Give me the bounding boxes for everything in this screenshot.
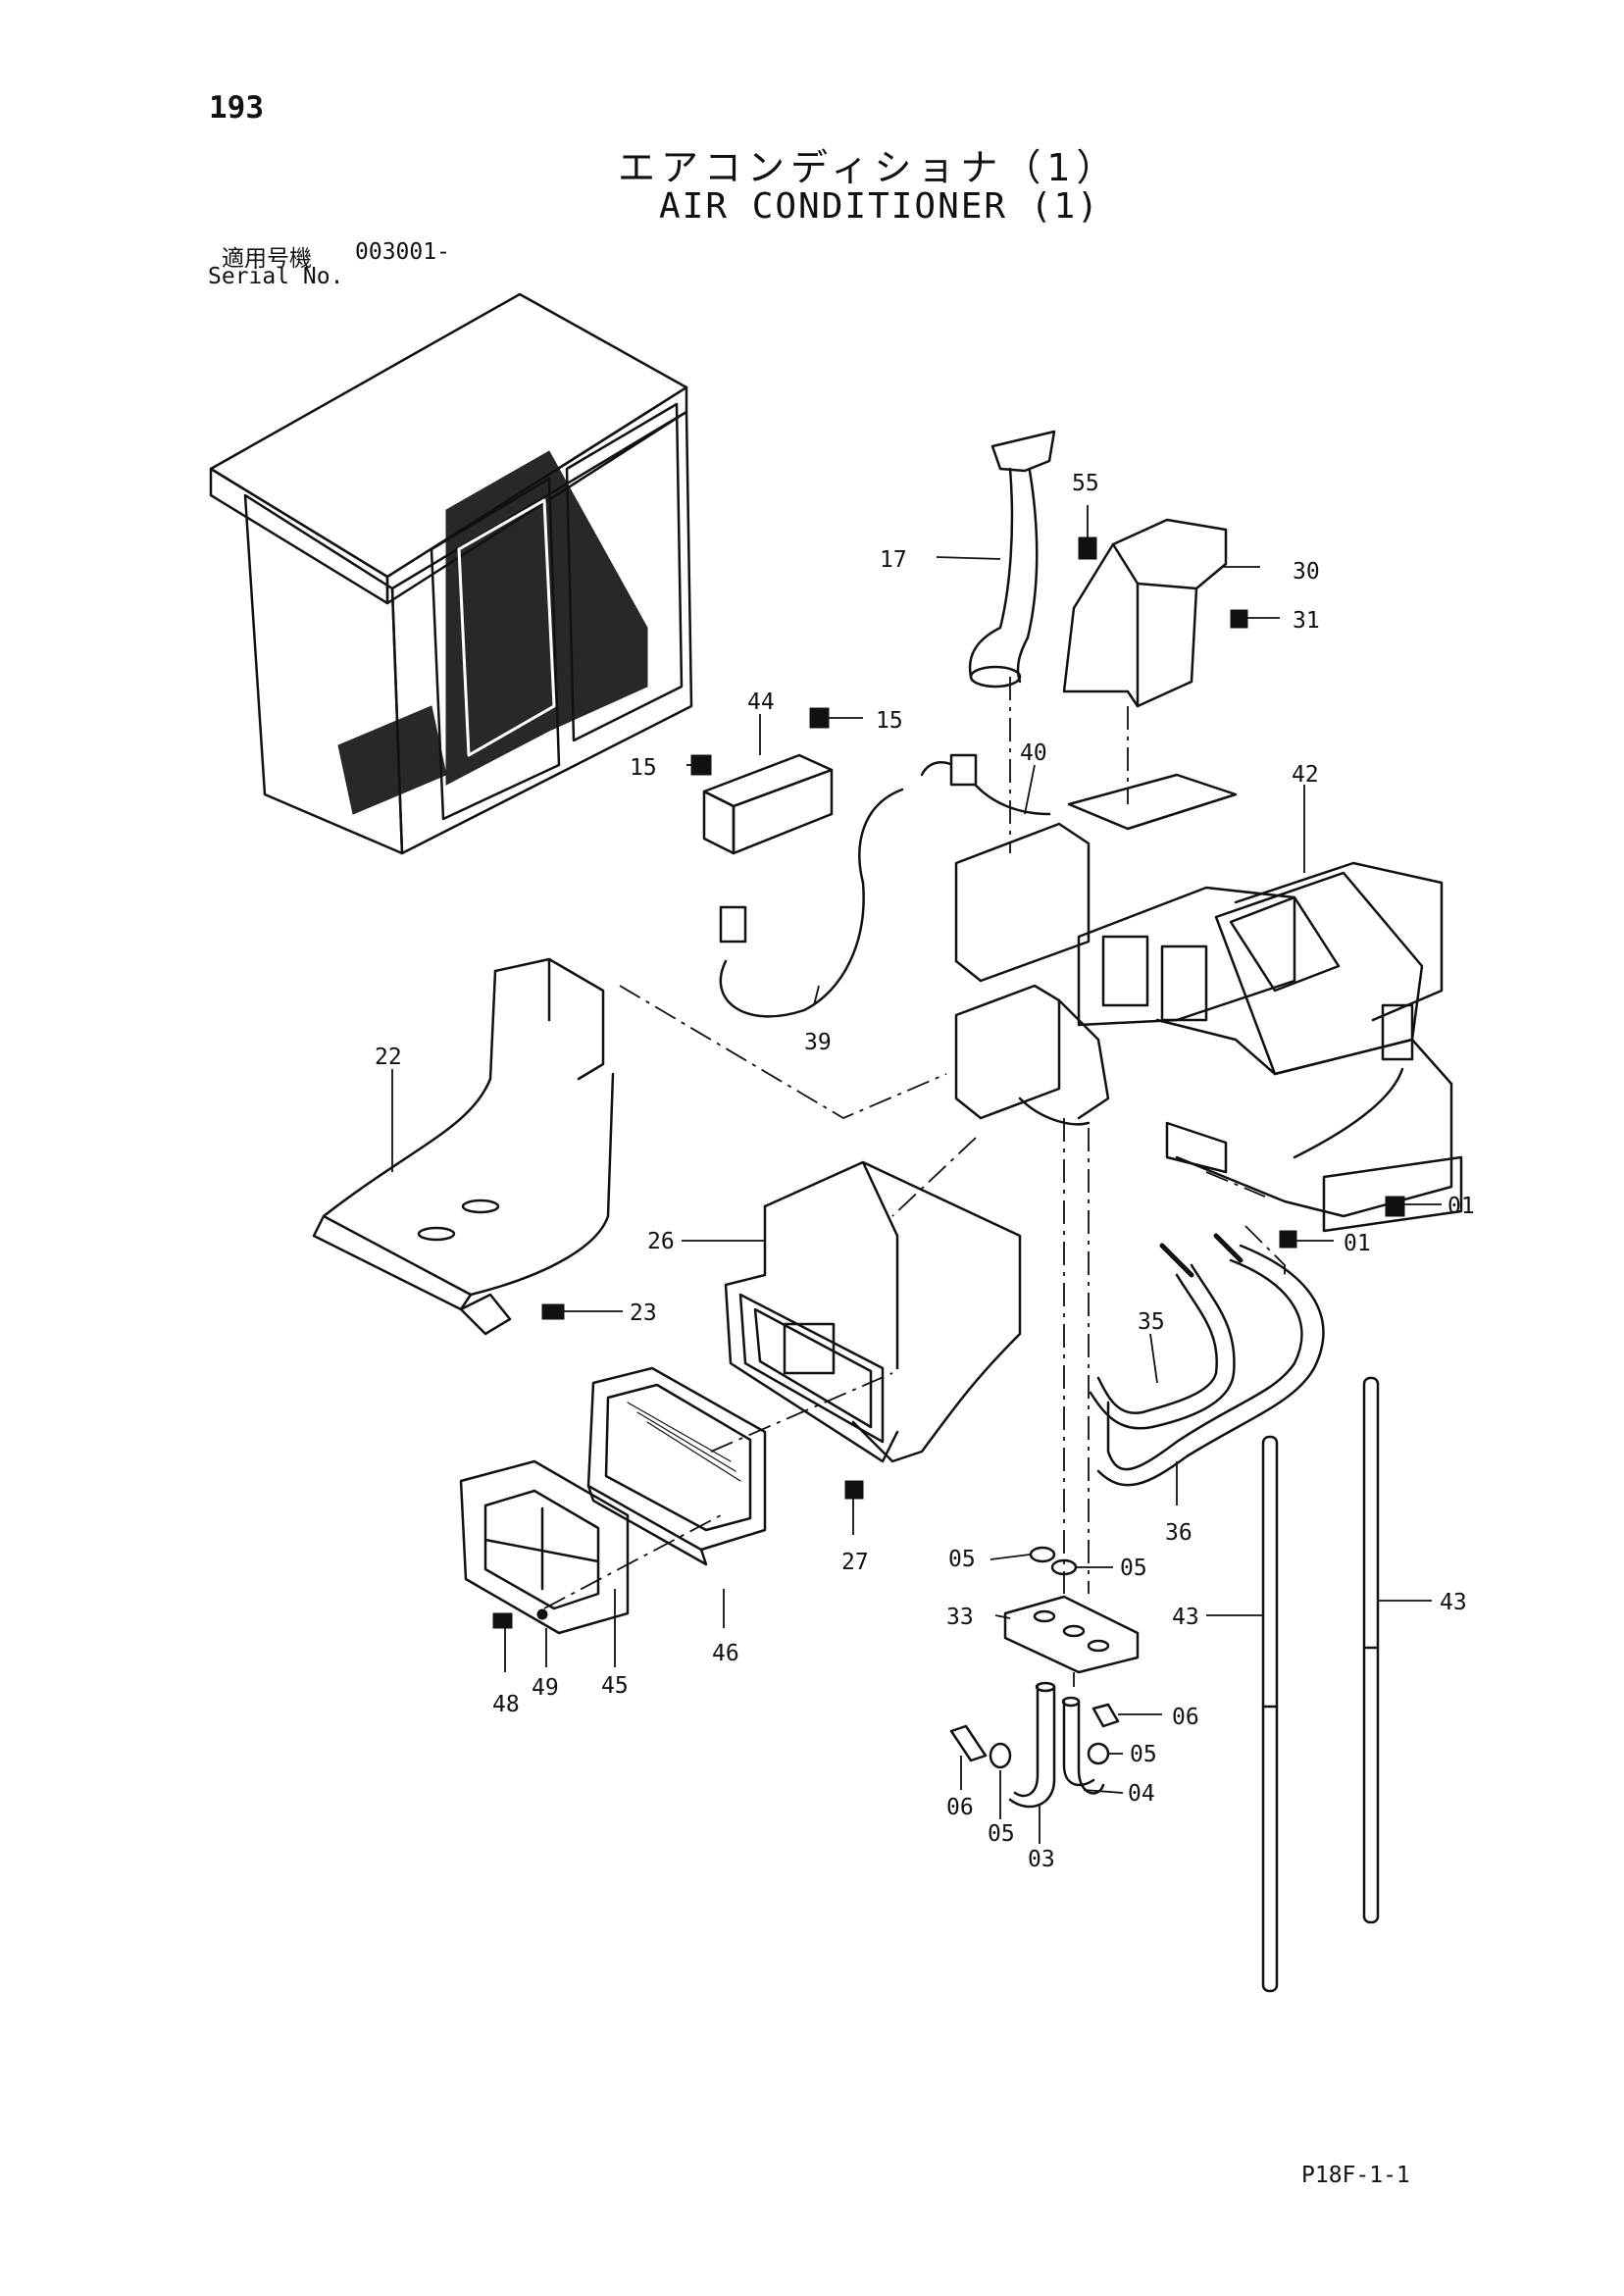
callout-31: 31 bbox=[1293, 608, 1320, 634]
fittings-05-06 bbox=[949, 1546, 1120, 1769]
drain-tubes-43 bbox=[1261, 1376, 1380, 1993]
callout-45: 45 bbox=[601, 1673, 629, 1699]
callout-30: 30 bbox=[1293, 559, 1320, 585]
screw-55 bbox=[1078, 505, 1097, 560]
callout-33: 33 bbox=[946, 1605, 974, 1630]
callout-labels: 55 17 30 31 44 15 15 40 42 39 22 01 01 2… bbox=[375, 471, 1475, 1872]
ac-unit-42 bbox=[954, 773, 1463, 1233]
callout-23: 23 bbox=[630, 1301, 657, 1326]
serial-number-value: 003001- bbox=[355, 239, 450, 265]
title-japanese: エアコンディショナ（1） bbox=[618, 146, 1120, 189]
callout-06-right: 06 bbox=[1172, 1705, 1199, 1730]
harness-39 bbox=[719, 753, 1051, 1018]
callout-27: 27 bbox=[841, 1550, 869, 1575]
callout-49: 49 bbox=[532, 1675, 559, 1701]
hose-35 bbox=[1089, 1243, 1236, 1430]
title-english: AIR CONDITIONER (1) bbox=[659, 186, 1100, 227]
document-code: P18F-1-1 bbox=[1301, 2163, 1410, 2188]
callout-43-left: 43 bbox=[1172, 1605, 1199, 1630]
callout-05-c: 05 bbox=[1130, 1742, 1157, 1767]
serial-label-english: Serial No. bbox=[208, 264, 344, 289]
callout-06-left: 06 bbox=[946, 1795, 974, 1820]
controller-44 bbox=[690, 707, 834, 855]
callout-05-d: 05 bbox=[988, 1821, 1015, 1847]
callout-15-left: 15 bbox=[630, 755, 657, 781]
callout-01-lower: 01 bbox=[1344, 1231, 1371, 1256]
callout-40: 40 bbox=[1020, 740, 1047, 766]
callout-05-b: 05 bbox=[1120, 1556, 1147, 1581]
pipes-03-04 bbox=[1008, 1681, 1105, 1809]
serial-label-japanese: 適用号機 bbox=[222, 246, 312, 272]
callout-03: 03 bbox=[1028, 1847, 1055, 1872]
filter-46 bbox=[586, 1366, 767, 1566]
callout-42: 42 bbox=[1292, 762, 1319, 788]
screw-31 bbox=[1230, 609, 1248, 629]
callout-35: 35 bbox=[1138, 1309, 1165, 1335]
callout-01-right: 01 bbox=[1447, 1194, 1475, 1219]
leader-lines bbox=[391, 556, 1442, 1844]
duct-17 bbox=[968, 430, 1056, 689]
callout-55: 55 bbox=[1072, 471, 1099, 496]
callout-46: 46 bbox=[712, 1641, 739, 1666]
cab-illustration bbox=[209, 292, 693, 855]
callout-43-right: 43 bbox=[1440, 1590, 1467, 1615]
duct-26 bbox=[724, 1160, 1022, 1463]
callout-17: 17 bbox=[880, 547, 907, 573]
callout-39: 39 bbox=[804, 1030, 832, 1055]
duct-22 bbox=[312, 957, 615, 1336]
callout-05-a: 05 bbox=[948, 1547, 976, 1572]
callout-44: 44 bbox=[747, 689, 775, 715]
assembly-lines bbox=[543, 677, 1286, 1687]
page-number: 193 bbox=[209, 90, 264, 126]
hose-36 bbox=[1096, 1233, 1325, 1487]
callout-36: 36 bbox=[1165, 1520, 1193, 1546]
small-fasteners bbox=[492, 1196, 1405, 1629]
cover-30 bbox=[1062, 518, 1228, 708]
plate-33 bbox=[1003, 1595, 1140, 1674]
callout-22: 22 bbox=[375, 1045, 402, 1070]
callout-48: 48 bbox=[492, 1692, 520, 1717]
callout-15-top: 15 bbox=[876, 708, 903, 734]
callout-26: 26 bbox=[647, 1229, 675, 1254]
cover-45 bbox=[459, 1459, 630, 1635]
callout-04: 04 bbox=[1128, 1781, 1155, 1807]
